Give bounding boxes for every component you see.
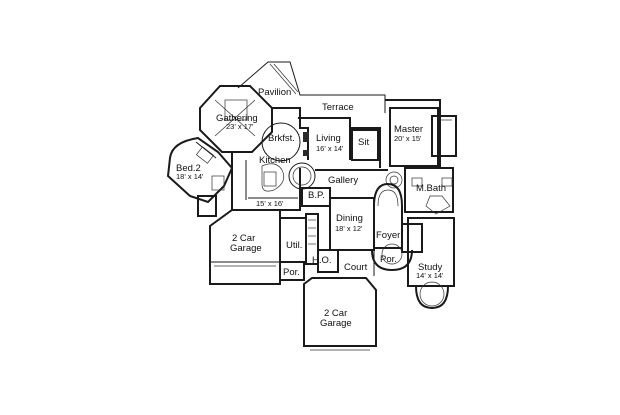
upper-walls xyxy=(272,99,457,168)
label-mbath: M.Bath xyxy=(416,183,446,194)
label-left-garage-line1: 2 Car xyxy=(232,233,255,244)
label-bottom-garage-line2: Garage xyxy=(320,318,352,329)
service-rooms xyxy=(279,213,375,281)
master-bath xyxy=(385,167,454,215)
label-pavilion: Pavilion xyxy=(258,87,291,98)
label-foyer: Foyer xyxy=(376,230,400,241)
label-ho: H.O. xyxy=(312,255,332,266)
label-sit: Sit xyxy=(358,137,369,148)
dim-master: 20' x 15' xyxy=(394,134,422,143)
pavilion-outline xyxy=(237,61,386,113)
label-dining: Dining xyxy=(336,213,363,224)
label-living: Living xyxy=(316,133,341,144)
dim-study: 14' x 14' xyxy=(416,271,444,280)
dim-gathering: 23' x 17' xyxy=(226,122,254,131)
bottom-garage xyxy=(303,277,377,351)
label-bed2: Bed.2 xyxy=(176,163,201,174)
bedroom-2-wing xyxy=(166,136,234,217)
label-left-garage-line2: Garage xyxy=(230,243,262,254)
label-bp: B.P. xyxy=(308,190,325,201)
label-porch-left: Por. xyxy=(283,267,300,278)
living-columns xyxy=(303,132,309,156)
breakfast-room xyxy=(261,122,301,162)
label-brkfst: Brkfst. xyxy=(268,133,295,144)
label-study: Study xyxy=(418,262,443,273)
dim-kitchen: 15' x 16' xyxy=(256,199,284,208)
label-util: Util. xyxy=(286,240,302,251)
label-kitchen: Kitchen xyxy=(259,155,291,166)
label-bottom-garage-line1: 2 Car xyxy=(324,308,347,319)
study-room xyxy=(407,217,455,310)
label-terrace: Terrace xyxy=(322,102,354,113)
label-master: Master xyxy=(394,124,423,135)
dim-dining: 18' x 12' xyxy=(335,224,363,233)
dim-bed2: 18' x 14' xyxy=(176,172,204,181)
label-porch-front: Por. xyxy=(380,254,397,265)
dim-living: 16' x 14' xyxy=(316,144,344,153)
label-court: Court xyxy=(344,262,368,273)
label-gathering: Gathering xyxy=(216,113,258,124)
gathering-room xyxy=(199,85,273,153)
label-gallery: Gallery xyxy=(328,175,358,186)
